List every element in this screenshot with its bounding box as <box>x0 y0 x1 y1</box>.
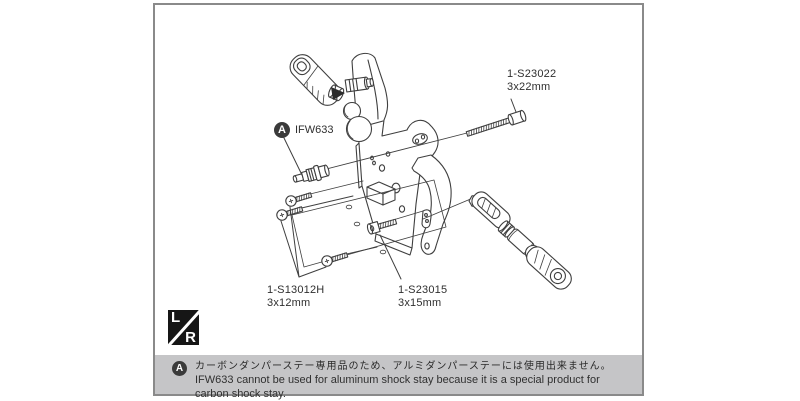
part-number: 1-S13012H <box>267 284 325 296</box>
assembly-illustration <box>274 52 572 290</box>
part-label-ifw633: A IFW633 <box>274 122 334 138</box>
note-bar: A カーボンダンパーステー専用品のため、アルミダンパーステーには使用出来ません。… <box>155 355 642 400</box>
part-number: IFW633 <box>295 124 334 136</box>
note-text-en: IFW633 cannot be used for aluminum shock… <box>195 374 600 400</box>
part-label-s23022: 1-S23022 3x22mm <box>507 68 556 93</box>
lr-right-label: R <box>185 329 196 346</box>
note-text-jp: カーボンダンパーステー専用品のため、アルミダンパーステーには使用出来ません。 <box>195 361 612 372</box>
part-label-s13012h: 1-S13012H 3x12mm <box>267 284 324 309</box>
lr-left-label: L <box>171 310 181 326</box>
part-size: 3x22mm <box>507 80 551 93</box>
lr-marker: L R <box>168 310 199 345</box>
part-number: 1-S23015 <box>398 284 448 296</box>
part-size: 3x15mm <box>398 296 442 309</box>
part-size: 3x12mm <box>267 296 311 309</box>
note-text: カーボンダンパーステー専用品のため、アルミダンパーステーには使用出来ません。 I… <box>195 360 634 401</box>
note-a-badge-icon: A <box>172 361 187 376</box>
part-label-s23015: 1-S23015 3x15mm <box>398 284 447 309</box>
part-a-badge-icon: A <box>274 122 290 138</box>
part-number: 1-S23022 <box>507 68 557 80</box>
diagram-frame: 1-S23022 3x22mm A IFW633 1-S13012H 3x12m… <box>153 3 644 400</box>
